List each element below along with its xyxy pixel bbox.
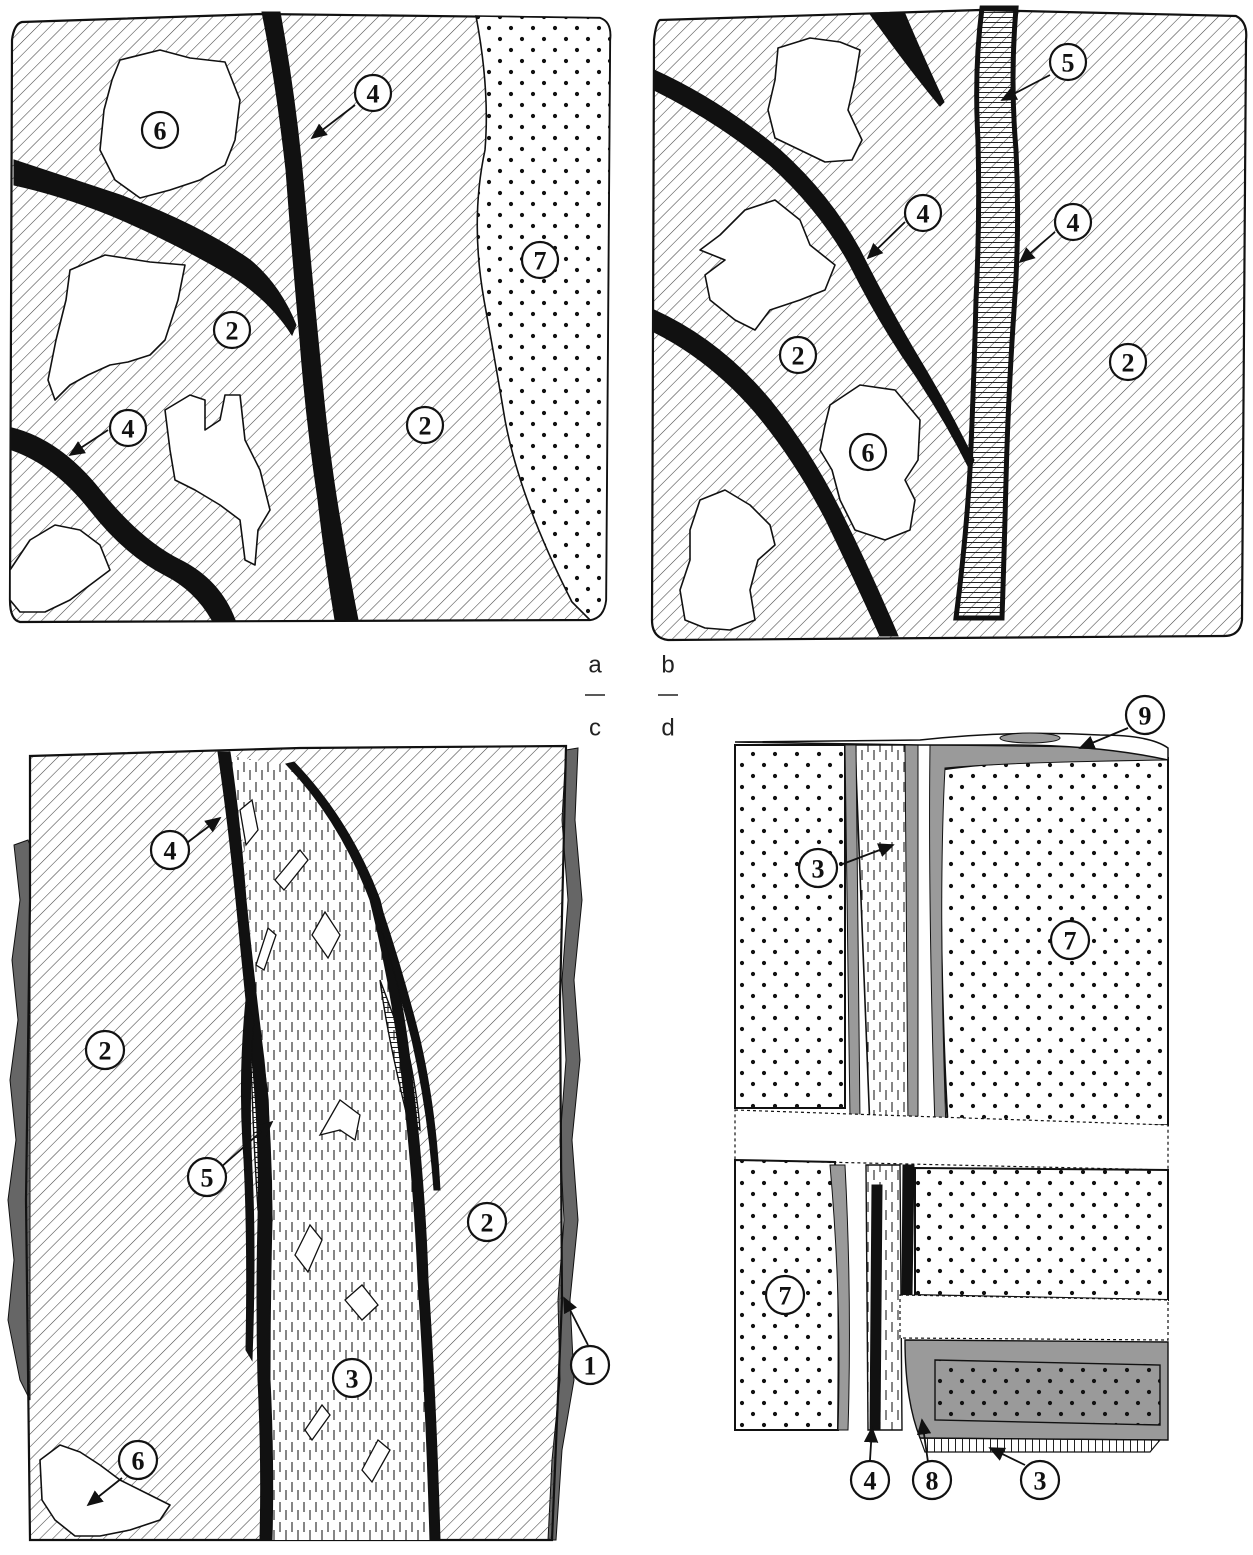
panel-letter-b: b	[661, 652, 674, 679]
panel-a-label-7: 7	[522, 242, 558, 278]
panel-b	[652, 8, 1246, 640]
panel-c-label-5: 5	[188, 1158, 226, 1196]
svg-text:9: 9	[1139, 702, 1152, 731]
panel-a-label-2-left: 2	[214, 312, 250, 348]
svg-text:6: 6	[132, 1447, 145, 1476]
panel-letter-c: c	[589, 715, 601, 742]
panel-a-label-6: 6	[142, 112, 178, 148]
panel-d-label-8: 8	[913, 1461, 951, 1499]
panel-d-vein-4-short	[902, 1165, 914, 1295]
panel-d-label-9: 9	[1126, 696, 1164, 734]
svg-text:3: 3	[1034, 1467, 1047, 1496]
panel-c-label-2-right: 2	[468, 1203, 506, 1241]
panel-d-vein-4-middle	[870, 1185, 882, 1430]
svg-text:6: 6	[862, 439, 875, 468]
panel-c	[8, 746, 582, 1540]
panel-d-block-lower-right	[935, 1360, 1160, 1425]
svg-text:4: 4	[917, 200, 930, 229]
panel-a-label-4-lower: 4	[110, 410, 146, 446]
panel-c-label-6: 6	[119, 1441, 157, 1479]
panel-b-label-4-curve: 4	[905, 195, 941, 231]
svg-text:7: 7	[779, 1282, 792, 1311]
svg-text:4: 4	[864, 1467, 877, 1496]
panel-b-label-6: 6	[850, 434, 886, 470]
panel-c-label-4: 4	[151, 831, 189, 869]
panel-d-vein-3-lower	[920, 1438, 1160, 1452]
svg-text:2: 2	[792, 342, 805, 371]
panel-d	[735, 733, 1168, 1452]
panel-b-label-4-vein: 4	[1055, 204, 1091, 240]
panel-b-label-5: 5	[1050, 44, 1086, 80]
panel-d-vein-3-upper	[855, 745, 912, 1130]
panel-d-label-7-left: 7	[766, 1276, 804, 1314]
svg-text:6: 6	[154, 117, 167, 146]
svg-text:4: 4	[1067, 209, 1080, 238]
panel-c-label-1: 1	[571, 1346, 609, 1384]
panel-d-label-3-top: 3	[799, 849, 837, 887]
panel-d-grey-lens-top	[1000, 733, 1060, 743]
panel-d-label-4: 4	[851, 1461, 889, 1499]
svg-text:2: 2	[1122, 349, 1135, 378]
svg-text:2: 2	[99, 1037, 112, 1066]
panel-d-band-2	[900, 1295, 1168, 1340]
panel-b-label-2-right: 2	[1110, 344, 1146, 380]
svg-text:5: 5	[1062, 49, 1075, 78]
svg-text:5: 5	[201, 1164, 214, 1193]
panel-a	[10, 12, 610, 622]
panel-c-label-3: 3	[333, 1359, 371, 1397]
panel-a-label-2-right: 2	[407, 407, 443, 443]
svg-text:7: 7	[534, 247, 547, 276]
svg-text:1: 1	[584, 1352, 597, 1381]
svg-text:4: 4	[367, 80, 380, 109]
panel-a-label-4-top: 4	[355, 75, 391, 111]
svg-text:7: 7	[1064, 927, 1077, 956]
panel-c-label-2-left: 2	[86, 1031, 124, 1069]
panel-letter-a: a	[588, 652, 602, 679]
svg-text:2: 2	[226, 317, 239, 346]
panel-d-block-middle-right	[915, 1168, 1168, 1300]
svg-text:4: 4	[122, 415, 135, 444]
panel-letter-d: d	[661, 715, 674, 742]
svg-text:2: 2	[419, 412, 432, 441]
svg-text:2: 2	[481, 1209, 494, 1238]
svg-text:3: 3	[812, 855, 825, 884]
svg-text:3: 3	[346, 1365, 359, 1394]
panel-d-label-7-right: 7	[1051, 921, 1089, 959]
panel-d-block-upper-left	[735, 745, 845, 1108]
panel-b-label-2-left: 2	[780, 337, 816, 373]
svg-text:8: 8	[926, 1467, 939, 1496]
panel-d-label-3-bottom: 3	[1021, 1461, 1059, 1499]
svg-text:4: 4	[164, 837, 177, 866]
